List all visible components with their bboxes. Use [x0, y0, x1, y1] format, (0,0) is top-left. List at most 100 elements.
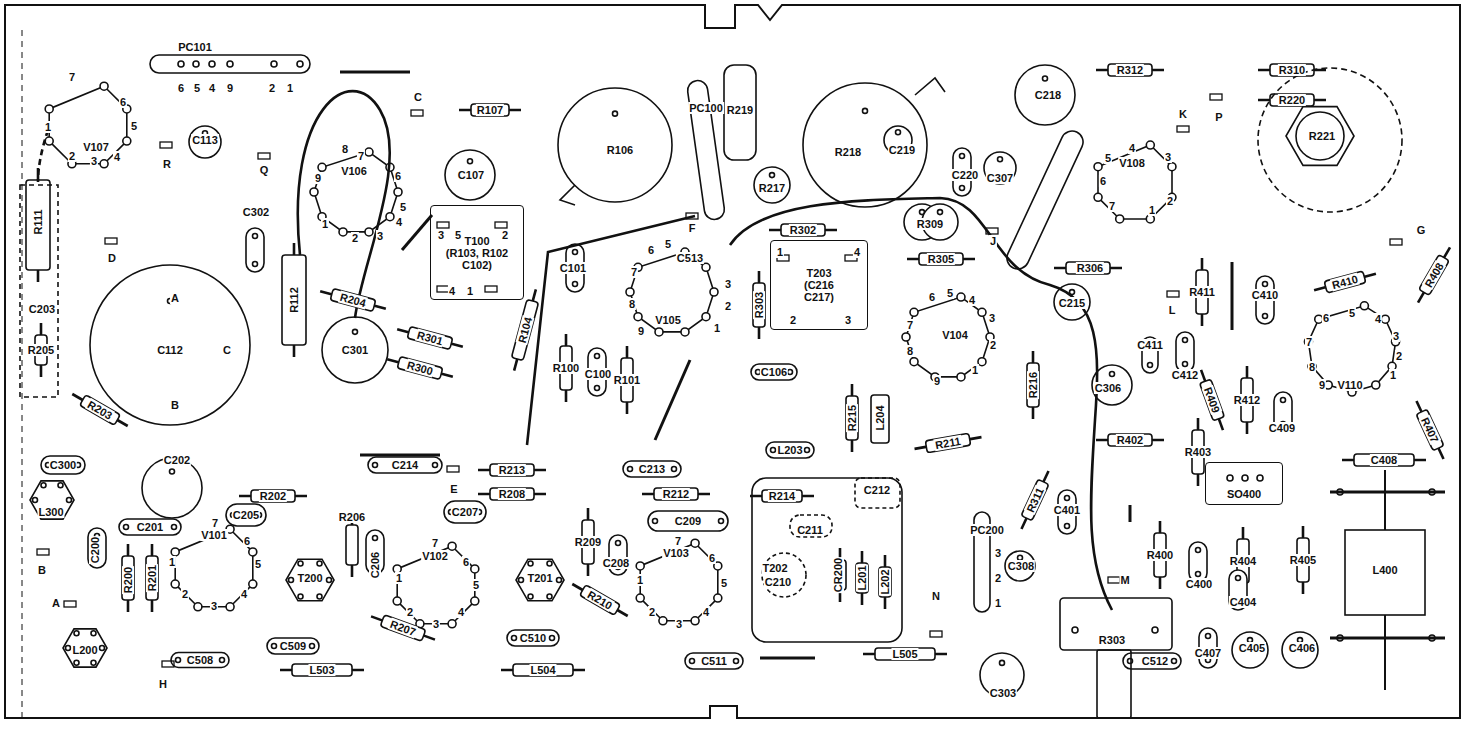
pin-number: 3 — [437, 229, 445, 241]
test-point-letter: H — [158, 678, 168, 690]
resistor-body — [879, 567, 891, 597]
socket-pin-hole — [194, 603, 202, 611]
pin-number: 5 — [399, 201, 407, 213]
part-name: T100 — [464, 235, 489, 247]
part-label: L300 — [37, 506, 64, 518]
part-label: V102 — [421, 550, 449, 562]
part-label: PC200 — [969, 524, 1005, 536]
resistor-body — [781, 224, 825, 236]
part-label: R408 — [1422, 260, 1447, 291]
pin-number: 9 — [1318, 379, 1326, 391]
pin-number: 6 — [394, 170, 402, 182]
part-label: R302 — [789, 224, 817, 236]
part-label: R402 — [1116, 434, 1144, 446]
lead-hole — [573, 250, 578, 255]
pin-number: 5 — [1104, 152, 1112, 164]
coil-pin-hole — [327, 578, 332, 583]
part-label: C220 — [951, 169, 979, 181]
pin-number: 3 — [90, 155, 98, 167]
part-label: R216 — [1027, 371, 1039, 399]
socket-pin-hole — [655, 328, 663, 336]
capacitor-body — [623, 461, 681, 477]
part-label: L204 — [874, 404, 886, 431]
resistor-lead — [572, 584, 627, 616]
part-label: C206 — [369, 551, 381, 579]
pin-number: 9 — [637, 325, 645, 337]
part-label: C301 — [341, 344, 369, 356]
part-label: C509 — [279, 640, 307, 652]
part-label: R206 — [338, 511, 366, 523]
pin-number: 6 — [462, 556, 470, 568]
part-note: (C216 C217) — [797, 279, 841, 303]
resistor-symbol — [569, 579, 630, 621]
board-outline — [5, 5, 1460, 718]
test-point-letter: Q — [259, 164, 270, 176]
lead-hole — [1263, 314, 1268, 319]
coil-pin-hole — [58, 483, 63, 488]
test-point-letter: G — [1416, 224, 1427, 236]
resistor-lead — [1416, 401, 1443, 459]
test-point-pad — [437, 222, 449, 228]
lead-hole — [253, 262, 258, 267]
part-label: R205 — [27, 344, 55, 356]
pin-number: 4 — [1374, 313, 1382, 325]
part-label: PC100 — [688, 102, 724, 114]
pin-number: 3 — [844, 314, 852, 326]
resistor-symbol — [1195, 368, 1228, 432]
part-label: V110 — [1336, 379, 1363, 391]
mount-hole — [938, 210, 943, 215]
lead-hole — [573, 282, 578, 287]
coil-plate — [1330, 491, 1445, 494]
printed-circuit-strip — [1003, 127, 1086, 272]
part-label: PC101 — [177, 41, 213, 53]
part-label: C302 — [242, 206, 270, 218]
test-point-letter: N — [931, 590, 941, 602]
tube-socket — [626, 248, 718, 336]
part-label: CR200 — [832, 557, 844, 593]
pin-number: 2 — [501, 229, 509, 241]
part-label: V107 — [82, 141, 110, 153]
test-point-letter: C — [222, 344, 232, 356]
lead-hole — [1236, 576, 1241, 581]
resistor-symbol — [913, 431, 982, 455]
resistor-symbol — [146, 544, 158, 612]
socket-pin-hole — [910, 308, 918, 316]
resistor-body — [1108, 434, 1152, 446]
tube-socket — [1094, 141, 1176, 223]
part-label: C100 — [584, 368, 612, 380]
resistor-lead — [1201, 370, 1223, 430]
test-point-pad — [162, 661, 174, 667]
coil-pin-hole — [100, 646, 105, 651]
resistor-body — [1108, 64, 1152, 76]
part-label: R310 — [1278, 64, 1306, 76]
capacitor-can — [1232, 632, 1268, 668]
lead-hole — [176, 658, 181, 663]
capacitor-body — [267, 638, 319, 654]
capacitor-body — [246, 228, 264, 272]
socket-pin-hole — [1168, 163, 1176, 171]
socket-pin-hole — [957, 373, 965, 381]
coil-pin-hole — [298, 561, 303, 566]
capacitor-body — [88, 528, 106, 568]
lead-hole — [1065, 524, 1070, 529]
resistor-symbol — [753, 271, 765, 339]
part-label: T201 — [526, 572, 553, 584]
part-label: L203 — [776, 444, 803, 456]
mount-hole — [468, 159, 473, 164]
hidden-part-outline — [790, 515, 832, 537]
socket-pin-hole — [448, 542, 456, 550]
test-point-letter: P — [1214, 111, 1223, 123]
tube-socket — [171, 525, 257, 611]
part-label: R200 — [122, 566, 134, 594]
lead-hole — [310, 644, 315, 649]
part-label: C219 — [888, 144, 916, 156]
part-label: C213 — [638, 463, 666, 475]
part-label: L200 — [71, 644, 98, 656]
jumper-wire — [655, 360, 690, 440]
pin-number: 4 — [853, 246, 861, 258]
part-label: V108 — [1118, 157, 1146, 169]
part-label: R208 — [498, 488, 526, 500]
pin-number: 1 — [994, 597, 1002, 609]
pin-number: 8 — [1308, 361, 1316, 373]
